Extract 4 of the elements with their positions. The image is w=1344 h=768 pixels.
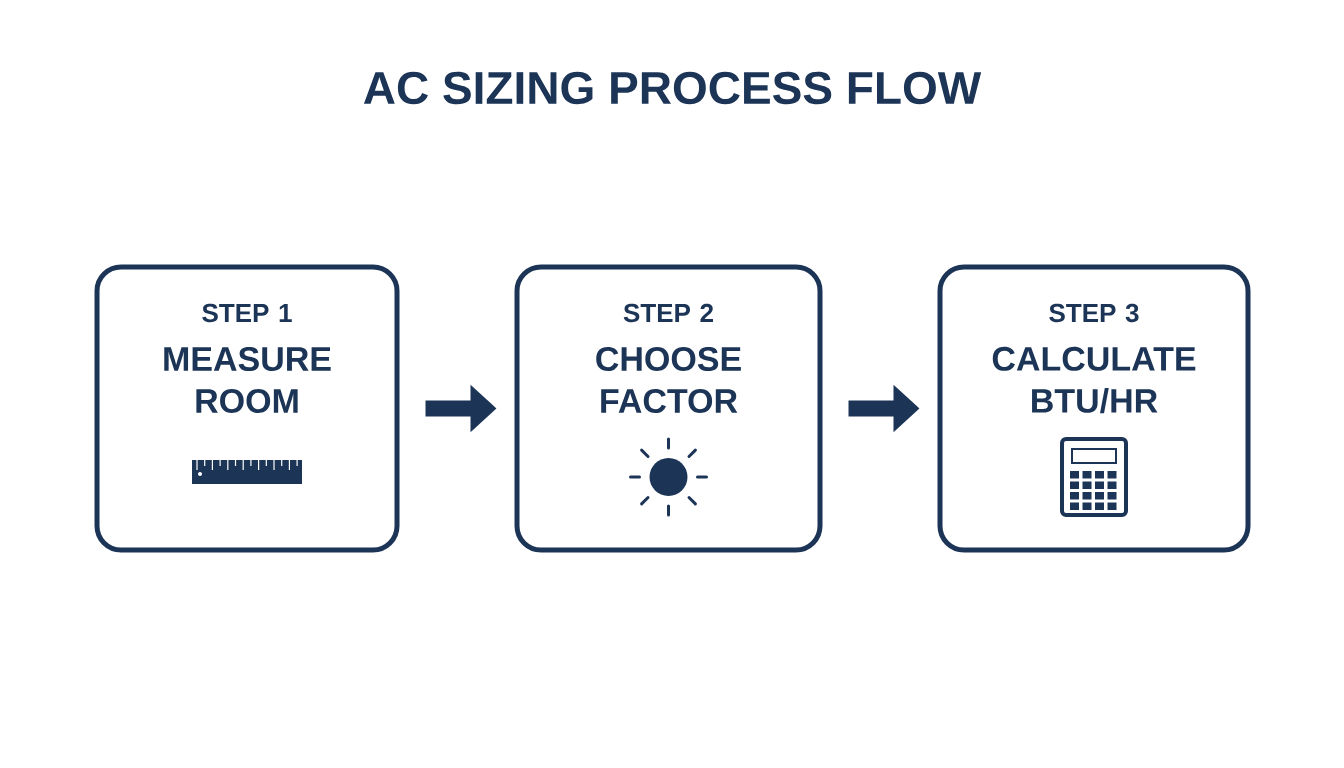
step-box: STEP 3 CALCULATE BTU/HR (937, 264, 1251, 553)
step-box: STEP 1 MEASURE ROOM (94, 264, 400, 553)
step-box: STEP 2 CHOOSE FACTOR (514, 264, 823, 553)
title: AC SIZING PROCESS FLOW (363, 71, 982, 105)
